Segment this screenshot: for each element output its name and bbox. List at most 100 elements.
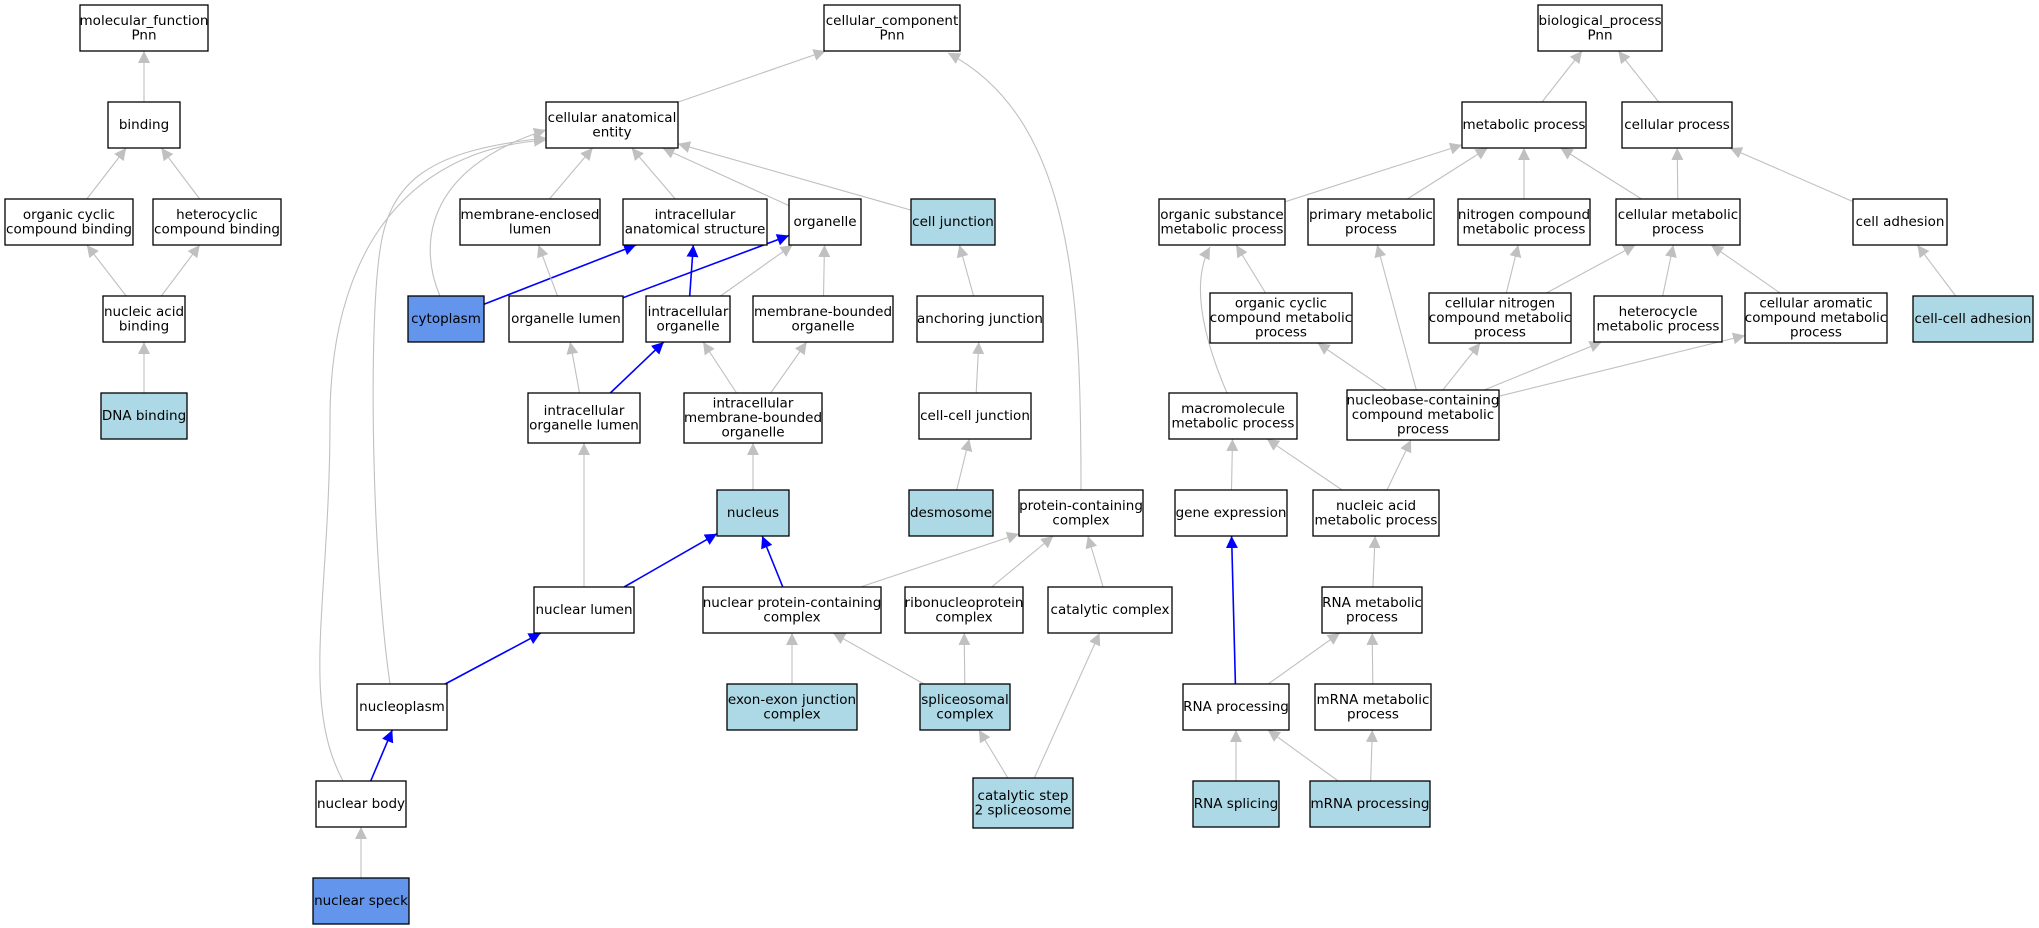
node-label: nuclear protein-containing (703, 595, 882, 611)
node-label: process (1474, 325, 1526, 341)
node-mrnap: mRNA processing (1309, 780, 1431, 828)
node-box (508, 295, 624, 343)
node-label: exon-exon junction (728, 692, 856, 708)
node-label: nitrogen compound (1458, 207, 1590, 223)
node-label: binding (119, 117, 169, 133)
node-label: entity (592, 124, 631, 140)
edge-cadh-to-cellp (1729, 147, 1854, 203)
node-label: organelle (656, 318, 719, 334)
node-cadh: cell adhesion (1852, 198, 1948, 246)
node-ccj: cell-cell junction (918, 392, 1032, 440)
node-box (1744, 292, 1888, 344)
node-label: catalytic complex (1051, 602, 1170, 618)
node-label: DNA binding (102, 408, 186, 424)
node-box (919, 683, 1011, 731)
node-label: compound metabolic (1210, 310, 1352, 326)
edge-ocb-to-binding (86, 147, 127, 200)
node-cytoplasm: cytoplasm (407, 295, 485, 343)
node-metp: metabolic process (1461, 101, 1587, 149)
node-label: nucleobase-containing (1347, 393, 1500, 409)
node-desmosome: desmosome (908, 489, 994, 537)
node-gexp: gene expression (1174, 489, 1288, 537)
node-box (4, 198, 134, 246)
edge-osmp-to-metp (1284, 142, 1463, 203)
edge-namp-to-nbcmp (1386, 439, 1412, 491)
node-box (1321, 586, 1423, 634)
edge-hcb-to-binding (160, 147, 201, 200)
node-cj: cell junction (910, 198, 996, 246)
edge-occmp-to-osmp (1235, 244, 1267, 294)
node-label: cellular_component (826, 13, 958, 29)
edge-ias-to-cae (631, 147, 676, 200)
edge-aj-to-cj (956, 244, 975, 297)
node-box (1593, 295, 1723, 343)
node-label: nuclear speck (314, 893, 408, 909)
node-box (407, 295, 485, 343)
edge-ccj-to-aj (972, 341, 985, 394)
node-box (100, 392, 188, 440)
node-label: membrane-bounded (684, 410, 822, 426)
node-box (315, 780, 407, 828)
node-aj: anchoring junction (916, 295, 1044, 343)
node-box (356, 683, 448, 731)
node-box (622, 198, 768, 246)
node-box (1428, 292, 1572, 344)
node-label: organic cyclic (23, 207, 115, 223)
node-label: process (1345, 221, 1397, 237)
edge-ccadh-to-cadh (1916, 244, 1957, 297)
edge-cytoplasm-to-cae (429, 127, 547, 297)
node-box (918, 392, 1032, 440)
edge-nbcmp-to-hmp (1483, 340, 1602, 391)
node-box (459, 198, 601, 246)
node-label: mRNA processing (1311, 796, 1430, 812)
edge-metp-to-bp (1541, 50, 1583, 103)
node-label: cell-cell junction (920, 408, 1030, 424)
node-label: metabolic process (1161, 221, 1284, 237)
node-box (972, 777, 1074, 829)
edge-imbo-to-io (702, 341, 738, 394)
node-label: Pnn (131, 27, 156, 43)
node-label: RNA metabolic (1322, 595, 1422, 611)
node-box (908, 489, 994, 537)
node-label: process (1652, 221, 1704, 237)
node-label: complex (935, 609, 992, 625)
node-box (107, 101, 181, 149)
edge-mbo-to-organelle (818, 244, 831, 297)
node-label: cellular process (1624, 117, 1730, 133)
node-box (1047, 586, 1173, 634)
node-box (545, 101, 679, 149)
node-box (1158, 198, 1286, 246)
node-label: organic cyclic (1235, 296, 1327, 312)
node-organelle: organelle (788, 198, 862, 246)
edge-cytoplasm-to-ias (483, 243, 637, 305)
node-nucleus: nucleus (716, 489, 790, 537)
node-label: molecular_function (80, 13, 209, 29)
node-box (1457, 198, 1591, 246)
node-label: cellular nitrogen (1445, 296, 1555, 312)
edge-iol-to-io (609, 341, 665, 394)
edge-nab-to-ocb (86, 244, 127, 297)
node-box (645, 295, 731, 343)
node-label: biological_process (1539, 13, 1662, 29)
node-label: organelle (721, 425, 784, 441)
node-label: metabolic process (1463, 117, 1586, 133)
node-box (910, 198, 996, 246)
node-label: RNA splicing (1194, 796, 1278, 812)
node-label: membrane-bounded (754, 304, 892, 320)
node-label: process (1347, 706, 1399, 722)
node-label: binding (119, 318, 169, 334)
edge-hmp-to-cmp (1662, 244, 1677, 297)
node-label: organic substance (1160, 207, 1283, 223)
node-label: organelle lumen (511, 311, 621, 327)
